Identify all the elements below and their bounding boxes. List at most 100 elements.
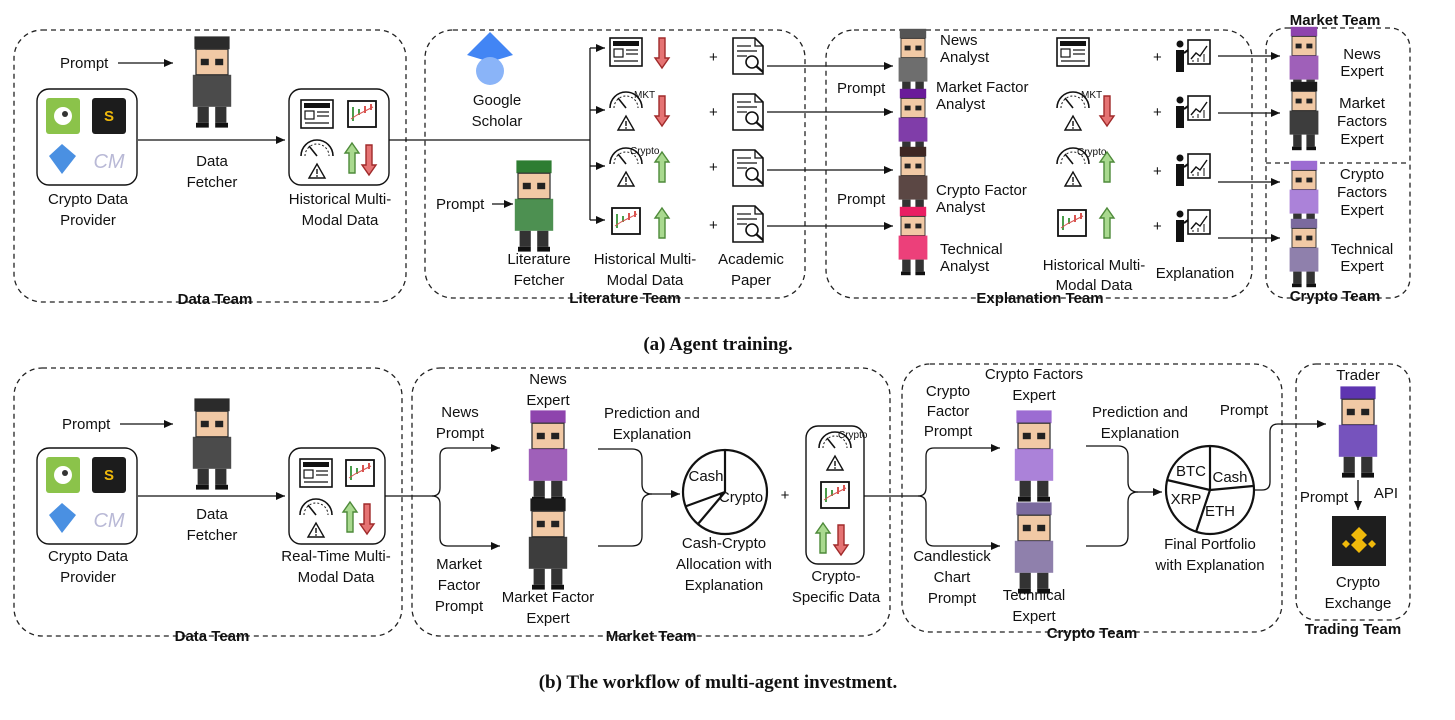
chart-icon	[1057, 209, 1087, 237]
crypto-factor-prompt-label: Prompt	[924, 423, 973, 440]
presentation-icon	[1175, 95, 1211, 129]
svg-text:S: S	[104, 108, 114, 125]
presentation-icon	[1175, 153, 1211, 187]
panel-a: Data Team Prompt Data Fetcher S CM Crypt…	[13, 12, 1411, 355]
historical-label: Modal Data	[302, 212, 379, 229]
candlestick-prompt-label: Prompt	[928, 590, 977, 607]
trading-team-title: Trading Team	[1305, 621, 1401, 638]
technical-expert-label: Expert	[1340, 258, 1384, 275]
market-factors-expert-label: Expert	[1340, 131, 1384, 148]
provider-label: Crypto Data	[48, 191, 129, 208]
pie-label-xrp: XRP	[1171, 491, 1202, 508]
data-fetcher-character	[192, 397, 232, 491]
plus-sign: +	[709, 217, 718, 234]
to-trader-arrow	[1254, 420, 1326, 491]
cube-logo-icon	[49, 144, 76, 174]
news-expert-label: Expert	[526, 392, 570, 409]
pie-label-crypto: Crypto	[719, 489, 763, 506]
data-team-box	[13, 29, 407, 303]
paper-icon	[731, 92, 765, 132]
paper-icon	[731, 148, 765, 188]
news-prompt-label: News	[441, 404, 479, 421]
to-market-expert-arrow	[431, 495, 500, 550]
technical-analyst-label: Analyst	[940, 258, 990, 275]
market-factors-expert-character	[1288, 81, 1320, 151]
svg-text:S: S	[104, 467, 114, 484]
news-expert-label: News	[1343, 46, 1381, 63]
crypto-specific-label: Crypto-	[811, 568, 860, 585]
chart-icon	[345, 459, 375, 487]
coinmarketcap-logo-icon: CM	[93, 510, 124, 532]
fetcher-label: Fetcher	[514, 272, 565, 289]
mkt-label: MKT	[1081, 90, 1102, 101]
historical-label: Historical Multi-	[289, 191, 392, 208]
historical-label: Historical Multi-	[1043, 257, 1146, 274]
trader-character	[1338, 385, 1378, 479]
portfolio-label: with Explanation	[1154, 557, 1264, 574]
to-portfolio-arrow	[1086, 445, 1162, 496]
crypto-factor-prompt-label: Crypto	[926, 383, 970, 400]
plus-sign: +	[709, 49, 718, 66]
market-analyst-label: Market Factor	[936, 79, 1029, 96]
market-team-title: Market Team	[1290, 12, 1381, 29]
paper-label: Paper	[731, 272, 771, 289]
crypto-factors-expert-label: Expert	[1340, 202, 1384, 219]
prompt-label: Prompt	[1300, 489, 1349, 506]
up-arrow-icon	[654, 207, 670, 239]
chart-icon	[611, 207, 641, 235]
market-analyst-label: Analyst	[936, 96, 986, 113]
to-allocation-arrow	[598, 448, 680, 498]
market-factor-prompt-label: Market	[436, 556, 483, 573]
to-technical-expert-arrow	[917, 495, 1000, 550]
prompt-label: Prompt	[837, 191, 886, 208]
news-icon	[609, 37, 643, 67]
technical-expert-character	[1288, 218, 1320, 288]
scholar-label: Scholar	[472, 113, 523, 130]
presentation-icon	[1175, 209, 1211, 243]
down-arrow-icon	[654, 95, 670, 127]
trader-label: Trader	[1336, 367, 1380, 384]
market-factor-expert-character	[527, 497, 569, 591]
trading-team-box	[1295, 363, 1411, 621]
paper-icon	[731, 204, 765, 244]
crypto-label: Crypto	[838, 430, 868, 441]
paper-icon	[731, 36, 765, 76]
prediction-label: Prediction and	[1092, 404, 1188, 421]
prompt-label: Prompt	[62, 416, 111, 433]
caption-a: (a) Agent training.	[643, 334, 792, 355]
prediction-label: Explanation	[1101, 425, 1179, 442]
news-icon	[299, 458, 333, 488]
technical-analyst-character	[897, 206, 929, 276]
news-expert-label: Expert	[1340, 63, 1384, 80]
pie-label-cash: Cash	[688, 468, 723, 485]
crypto-team-title: Crypto Team	[1047, 625, 1138, 642]
market-factors-expert-label: Market	[1339, 95, 1386, 112]
cryptocompare-logo-icon	[92, 98, 126, 134]
market-team-box	[411, 367, 891, 637]
to-allocation-arrow	[598, 493, 653, 547]
mkt-label: MKT	[634, 90, 655, 101]
crypto-team-title: Crypto Team	[1290, 288, 1381, 305]
news-icon	[1056, 37, 1090, 67]
realtime-label: Modal Data	[298, 569, 375, 586]
prediction-label: Prediction and	[604, 405, 700, 422]
cube-logo-icon	[49, 503, 76, 533]
fetcher-label: Fetcher	[187, 174, 238, 191]
crypto-analyst-character	[897, 146, 929, 216]
portfolio-pie	[1164, 444, 1256, 536]
market-factor-prompt-label: Factor	[438, 577, 481, 594]
chart-icon	[820, 481, 850, 509]
coinmarketcap-logo-icon: CM	[93, 151, 124, 173]
technical-expert-character	[1013, 501, 1054, 595]
api-label: API	[1374, 485, 1398, 502]
crypto-factor-prompt-label: Factor	[927, 403, 970, 420]
technical-expert-label: Technical	[1003, 587, 1066, 604]
market-factor-expert-label: Market Factor	[502, 589, 595, 606]
historical-label: Modal Data	[607, 272, 684, 289]
news-expert-label: News	[529, 371, 567, 388]
to-portfolio-arrow	[1086, 491, 1139, 547]
cash-crypto-pie	[681, 448, 769, 536]
historical-label: Historical Multi-	[594, 251, 697, 268]
cryptocompare-logo-icon	[92, 457, 126, 493]
